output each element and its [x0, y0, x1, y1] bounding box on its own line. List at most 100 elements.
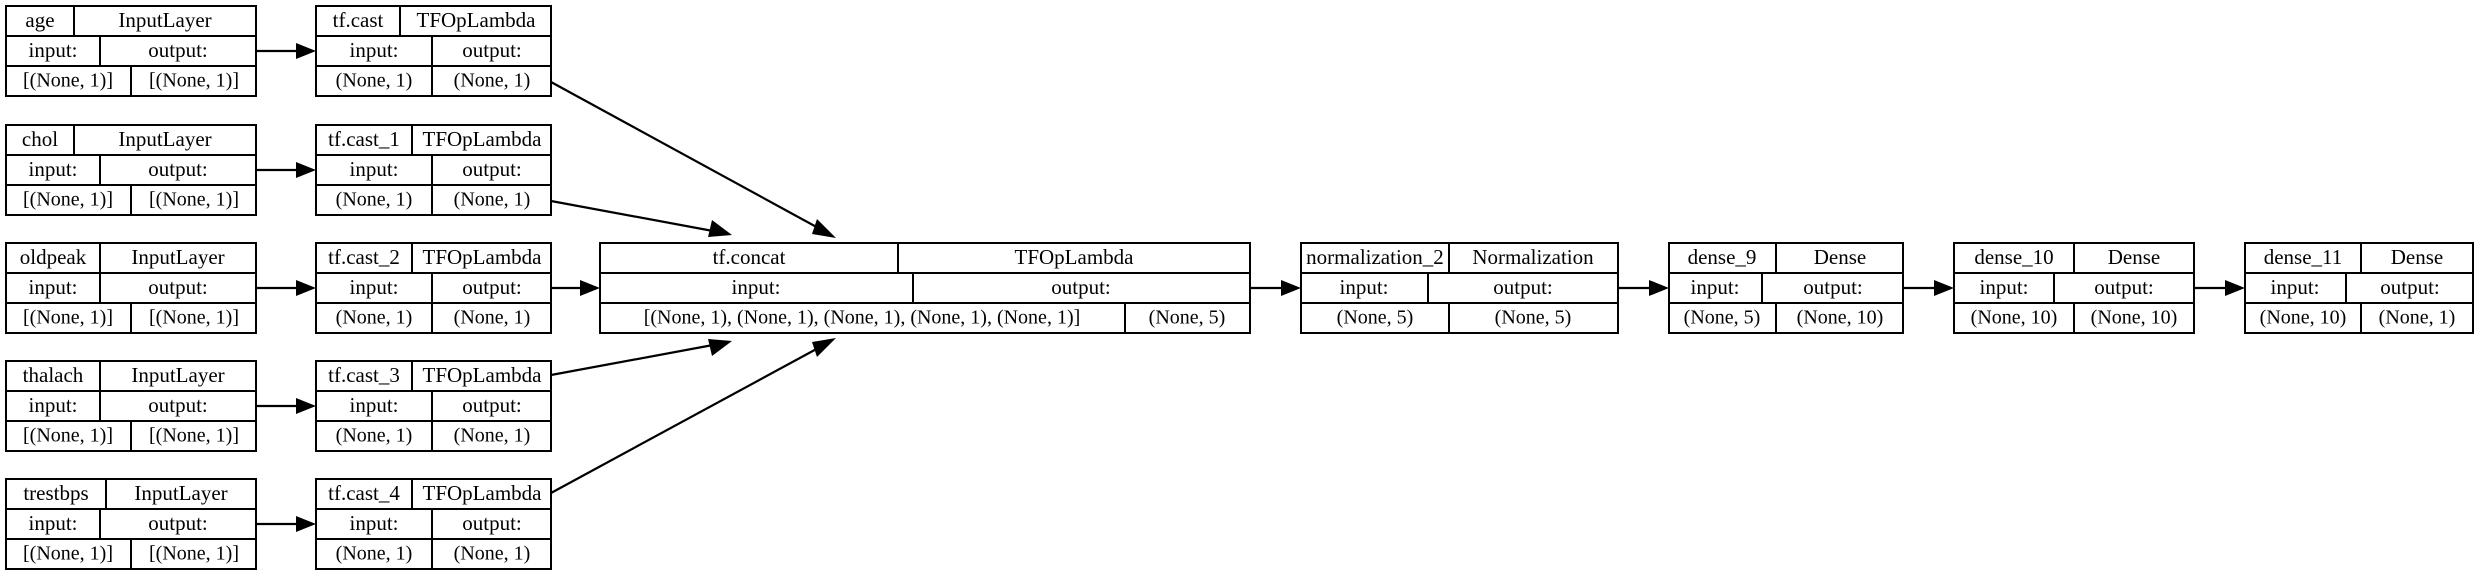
node-dense-9-name: dense_9	[1688, 245, 1757, 269]
node-tf-concat-output-shape: (None, 5)	[1149, 307, 1226, 329]
node-tf-cast-3-input-label: input:	[349, 393, 398, 417]
node-thalach-input-label: input:	[28, 393, 77, 417]
node-tf-cast-4-input-shape: (None, 1)	[336, 543, 413, 565]
node-thalach-output-shape: [(None, 1)]	[149, 425, 239, 447]
node-trestbps-input-shape: [(None, 1)]	[23, 543, 113, 565]
node-age-name: age	[25, 8, 54, 32]
node-tf-cast-2-input-label: input:	[349, 275, 398, 299]
edge-trestbps-to-tf-cast-4	[256, 516, 316, 532]
node-tf-cast-4-class: TFOpLambda	[423, 481, 543, 505]
edge-tf-cast-to-tf-concat	[550, 81, 836, 238]
node-dense-9-input-shape: (None, 5)	[1684, 307, 1761, 329]
node-chol-input-label: input:	[28, 157, 77, 181]
node-chol[interactable]: chol InputLayer input: output: [(None, 1…	[5, 124, 257, 216]
node-normalization-2-input-label: input:	[1339, 275, 1388, 299]
node-dense-10[interactable]: dense_10 Dense input: output: (None, 10)…	[1953, 242, 2195, 334]
node-tf-cast-1[interactable]: tf.cast_1 TFOpLambda input: output: (Non…	[315, 124, 552, 216]
node-dense-10-output-shape: (None, 10)	[2091, 307, 2178, 329]
node-dense-10-input-label: input:	[1979, 275, 2028, 299]
node-chol-name: chol	[22, 127, 58, 151]
node-tf-cast-output-shape: (None, 1)	[454, 70, 531, 92]
node-oldpeak-name: oldpeak	[20, 245, 87, 269]
node-tf-cast-1-output-label: output:	[462, 157, 522, 181]
node-oldpeak[interactable]: oldpeak InputLayer input: output: [(None…	[5, 242, 257, 334]
node-chol-output-label: output:	[148, 157, 208, 181]
node-trestbps-output-shape: [(None, 1)]	[149, 543, 239, 565]
node-tf-cast-3[interactable]: tf.cast_3 TFOpLambda input: output: (Non…	[315, 360, 552, 452]
node-tf-cast-output-label: output:	[462, 38, 522, 62]
edge-tf-cast-2-to-tf-concat	[551, 280, 600, 296]
node-tf-concat[interactable]: tf.concat TFOpLambda input: output: [(No…	[599, 242, 1251, 334]
edge-tf-concat-to-normalization	[1250, 280, 1301, 296]
node-trestbps-output-label: output:	[148, 511, 208, 535]
node-tf-cast-4[interactable]: tf.cast_4 TFOpLambda input: output: (Non…	[315, 478, 552, 570]
node-tf-cast-2-class: TFOpLambda	[423, 245, 543, 269]
node-trestbps-class: InputLayer	[134, 481, 227, 505]
node-tf-concat-class: TFOpLambda	[1015, 245, 1135, 269]
node-age-input-label: input:	[28, 38, 77, 62]
node-chol-input-shape: [(None, 1)]	[23, 189, 113, 211]
edge-chol-to-tf-cast-1	[256, 162, 316, 178]
node-dense-9-output-label: output:	[1803, 275, 1863, 299]
node-dense-11-output-label: output:	[2380, 275, 2440, 299]
edge-age-to-tf-cast	[256, 43, 316, 59]
node-tf-cast-1-input-label: input:	[349, 157, 398, 181]
node-thalach-input-shape: [(None, 1)]	[23, 425, 113, 447]
node-dense-9-class: Dense	[1814, 245, 1866, 269]
edge-layer	[256, 43, 2245, 532]
node-tf-cast-3-output-label: output:	[462, 393, 522, 417]
node-normalization-2-output-label: output:	[1493, 275, 1553, 299]
node-thalach[interactable]: thalach InputLayer input: output: [(None…	[5, 360, 257, 452]
node-dense-11[interactable]: dense_11 Dense input: output: (None, 10)…	[2244, 242, 2474, 334]
node-tf-cast-2-output-shape: (None, 1)	[454, 307, 531, 329]
node-tf-cast-2-name: tf.cast_2	[328, 245, 400, 269]
node-tf-cast-3-output-shape: (None, 1)	[454, 425, 531, 447]
edge-tf-cast-1-to-tf-concat	[550, 199, 732, 237]
node-tf-cast-input-shape: (None, 1)	[336, 70, 413, 92]
node-tf-cast-4-name: tf.cast_4	[328, 481, 400, 505]
node-dense-10-class: Dense	[2108, 245, 2160, 269]
node-tf-cast-1-input-shape: (None, 1)	[336, 189, 413, 211]
node-tf-cast-3-name: tf.cast_3	[328, 363, 400, 387]
edge-dense-9-to-dense-10	[1903, 280, 1954, 296]
node-oldpeak-output-label: output:	[148, 275, 208, 299]
node-dense-11-class: Dense	[2391, 245, 2443, 269]
node-dense-11-input-label: input:	[2270, 275, 2319, 299]
node-dense-11-input-shape: (None, 10)	[2260, 307, 2347, 329]
node-dense-11-name: dense_11	[2264, 245, 2343, 269]
node-dense-10-output-label: output:	[2094, 275, 2154, 299]
node-oldpeak-input-shape: [(None, 1)]	[23, 307, 113, 329]
node-thalach-name: thalach	[23, 363, 84, 387]
node-tf-concat-output-label: output:	[1051, 275, 1111, 299]
node-tf-cast-input-label: input:	[349, 38, 398, 62]
node-tf-cast-2[interactable]: tf.cast_2 TFOpLambda input: output: (Non…	[315, 242, 552, 334]
node-thalach-output-label: output:	[148, 393, 208, 417]
node-age-output-label: output:	[148, 38, 208, 62]
node-thalach-class: InputLayer	[131, 363, 224, 387]
node-age[interactable]: age InputLayer input: output: [(None, 1)…	[5, 5, 257, 97]
node-tf-cast-4-input-label: input:	[349, 511, 398, 535]
node-dense-10-input-shape: (None, 10)	[1971, 307, 2058, 329]
edge-normalization-to-dense-9	[1618, 280, 1669, 296]
node-dense-9[interactable]: dense_9 Dense input: output: (None, 5) (…	[1668, 242, 1904, 334]
node-normalization-2-name: normalization_2	[1306, 245, 1444, 269]
node-dense-9-output-shape: (None, 10)	[1797, 307, 1884, 329]
node-tf-cast-1-name: tf.cast_1	[328, 127, 400, 151]
node-age-class: InputLayer	[118, 8, 211, 32]
node-oldpeak-class: InputLayer	[131, 245, 224, 269]
node-trestbps-input-label: input:	[28, 511, 77, 535]
node-chol-class: InputLayer	[118, 127, 211, 151]
node-trestbps[interactable]: trestbps InputLayer input: output: [(Non…	[5, 478, 257, 570]
node-tf-cast-2-output-label: output:	[462, 275, 522, 299]
edge-dense-10-to-dense-11	[2194, 280, 2245, 296]
edge-oldpeak-to-tf-cast-2	[256, 280, 316, 296]
node-tf-cast-4-output-shape: (None, 1)	[454, 543, 531, 565]
node-tf-cast[interactable]: tf.cast TFOpLambda input: output: (None,…	[315, 5, 552, 97]
node-dense-11-output-shape: (None, 1)	[2379, 307, 2456, 329]
node-normalization-2[interactable]: normalization_2 Normalization input: out…	[1300, 242, 1619, 334]
node-tf-cast-2-input-shape: (None, 1)	[336, 307, 413, 329]
edge-tf-cast-3-to-tf-concat	[550, 339, 732, 377]
node-tf-cast-name: tf.cast	[333, 8, 384, 32]
node-trestbps-name: trestbps	[23, 481, 88, 505]
